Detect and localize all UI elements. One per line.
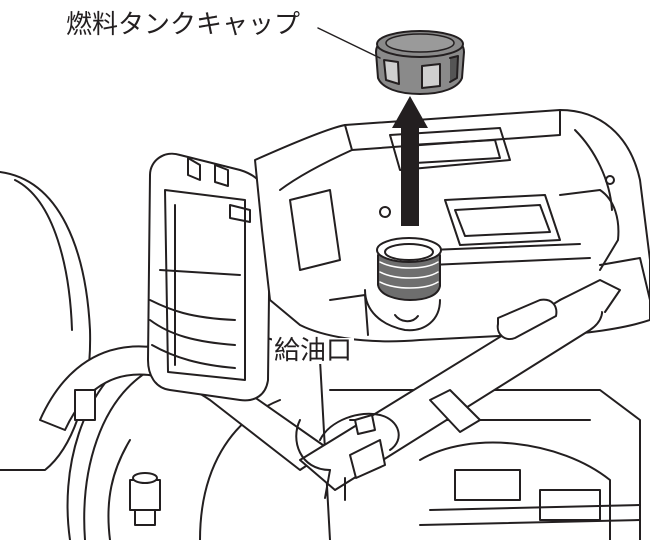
fuel-tank-cap bbox=[375, 30, 465, 95]
fuel-tank-cap-label: 燃料タンクキャップ bbox=[66, 10, 301, 40]
handle-bar-right bbox=[295, 279, 621, 501]
fuel-inlet-label: 給油口 bbox=[272, 336, 355, 366]
cap-leader-line bbox=[317, 27, 381, 59]
wheel-left bbox=[0, 171, 92, 471]
air-filter-housing bbox=[147, 152, 271, 402]
lever bbox=[319, 412, 400, 451]
arrow-up-icon bbox=[392, 96, 428, 226]
fitting-left bbox=[129, 472, 161, 526]
fuel-filler-neck bbox=[364, 237, 442, 332]
